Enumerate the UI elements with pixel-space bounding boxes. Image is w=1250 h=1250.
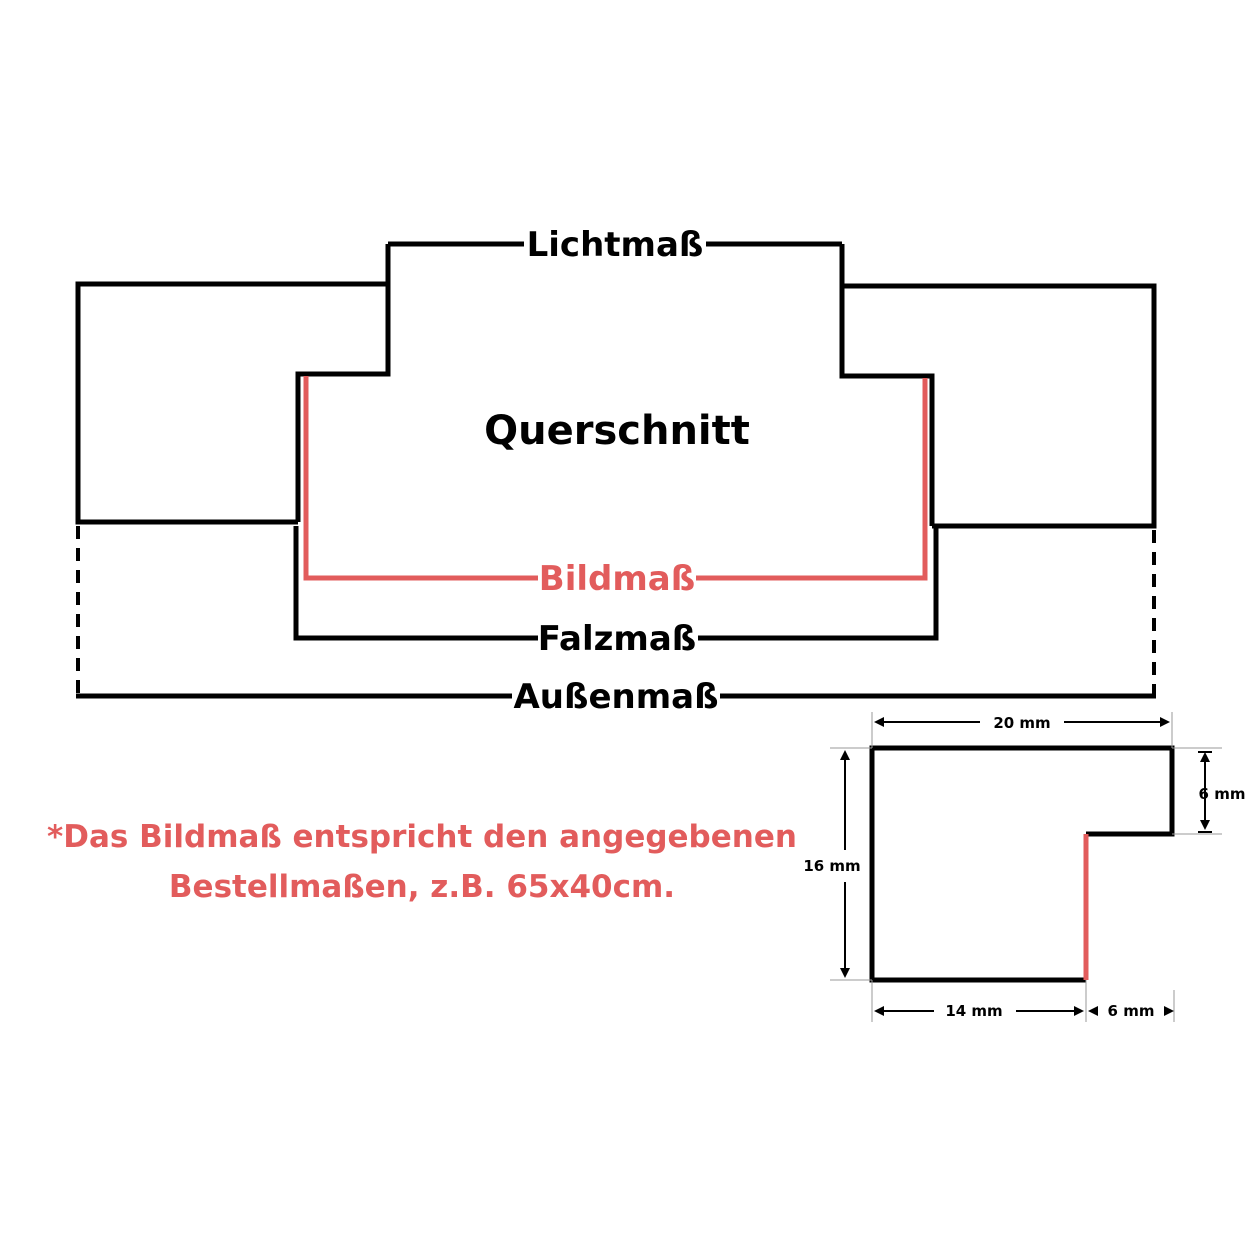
- bildmass-outline-left: [303, 376, 538, 581]
- left-frame-block: [75, 281, 388, 525]
- arrowhead-left-icon: [1088, 1006, 1098, 1016]
- note-line-2: Bestellmaßen, z.B. 65x40cm.: [169, 869, 675, 905]
- left-rebate-step: [295, 244, 391, 522]
- arrowhead-up-icon: [1200, 752, 1210, 762]
- arrowhead-left-icon: [874, 717, 884, 727]
- arrowhead-down-icon: [840, 968, 850, 978]
- falzmass-label: Falzmaß: [538, 619, 696, 659]
- arrowhead-right-icon: [1074, 1006, 1084, 1016]
- dim-rebate-height: 6 mm: [1199, 785, 1246, 803]
- dim-total-height: 16 mm: [803, 857, 860, 875]
- right-frame-block: [842, 283, 1157, 529]
- note-line-1: *Das Bildmaß entspricht den angegebenen: [47, 819, 797, 855]
- dim-total-width: 20 mm: [993, 714, 1050, 732]
- profile-cross-section: 20 mm 16 mm 6 mm 14 mm 6 mm: [803, 712, 1245, 1022]
- arrowhead-down-icon: [1200, 820, 1210, 830]
- diagram-title: Querschnitt: [484, 408, 750, 454]
- arrowhead-right-icon: [1164, 1006, 1174, 1016]
- arrowhead-up-icon: [840, 750, 850, 760]
- arrowhead-left-icon: [874, 1006, 884, 1016]
- arrowhead-right-icon: [1160, 717, 1170, 727]
- bildmass-outline-right: [696, 378, 928, 581]
- aussenmass-label: Außenmaß: [513, 677, 718, 717]
- falzmass-outline-right: [698, 528, 939, 641]
- lichtmass-label: Lichtmaß: [527, 225, 704, 265]
- right-rebate-step: [839, 244, 935, 526]
- falzmass-outline-left: [293, 526, 538, 641]
- dim-base-width: 14 mm: [945, 1002, 1002, 1020]
- profile-outline: [869, 745, 1175, 983]
- bildmass-label: Bildmaß: [539, 559, 695, 599]
- dim-rebate-width: 6 mm: [1108, 1002, 1155, 1020]
